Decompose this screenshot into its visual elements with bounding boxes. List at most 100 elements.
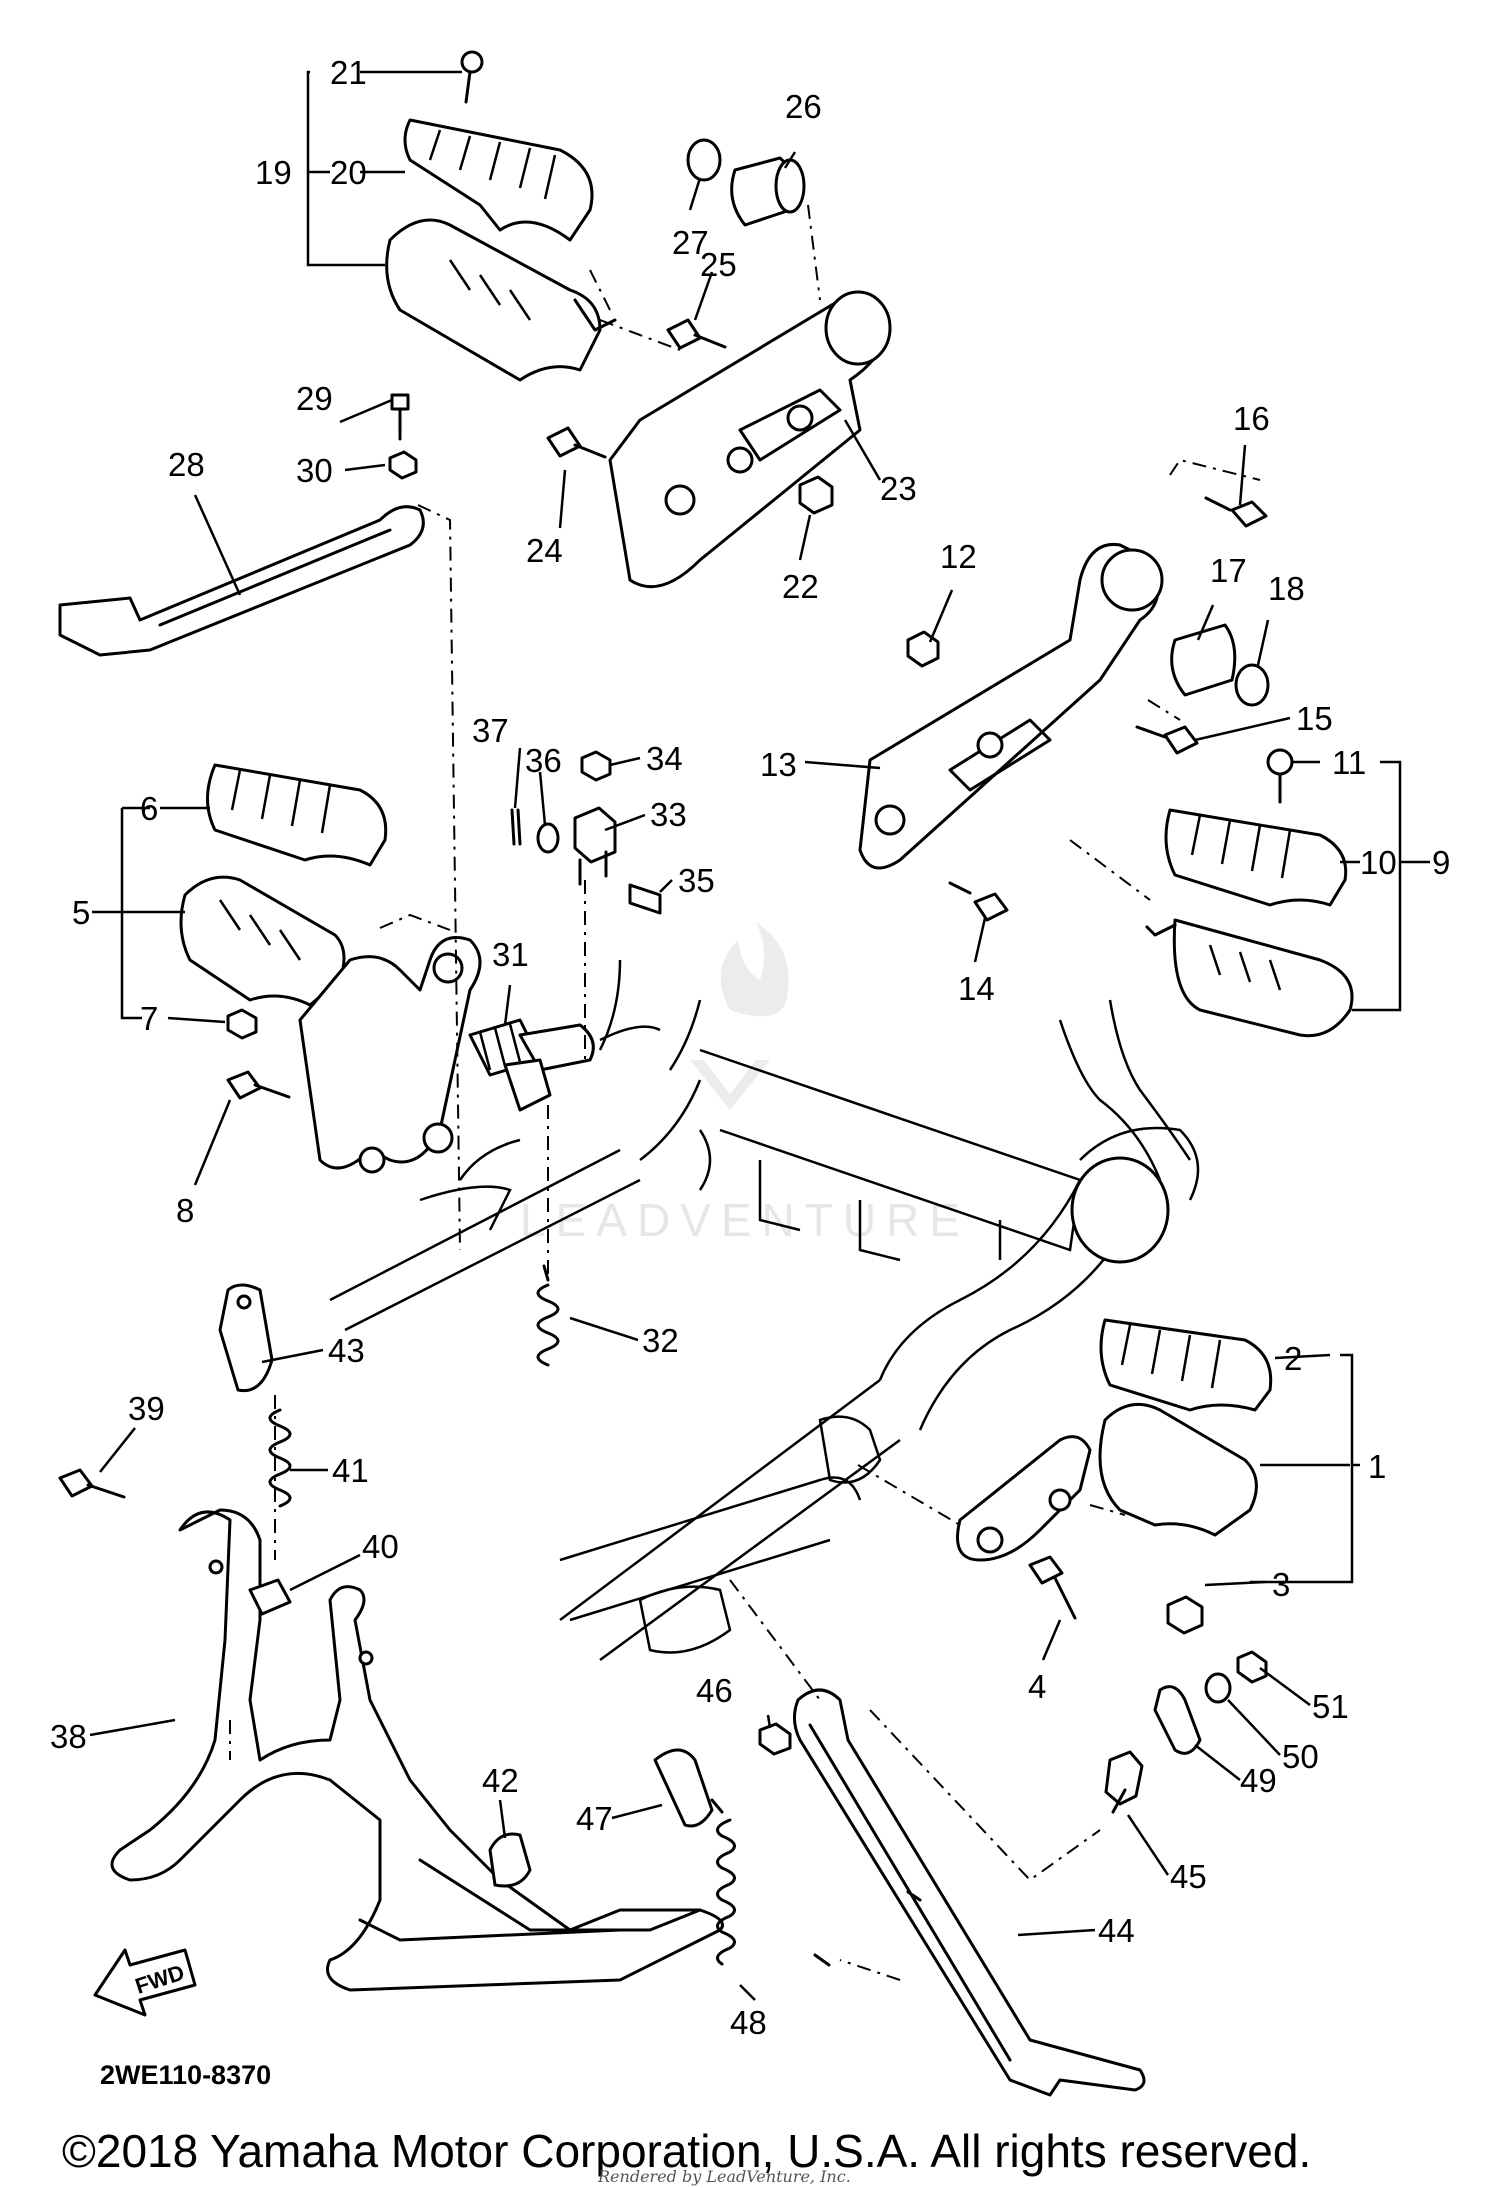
footrest-rubber-6: [206, 763, 388, 867]
callout-38: 38: [50, 1718, 87, 1755]
switch-45: [1104, 1750, 1144, 1814]
nut-34: [580, 750, 612, 782]
footrest-rubber-2: [1099, 1318, 1273, 1412]
callout-16: 16: [1233, 400, 1270, 437]
callout-1: 1: [1368, 1448, 1386, 1485]
callout-19: 19: [255, 154, 292, 191]
callout-12: 12: [940, 538, 977, 575]
footrest-bracket-5: [179, 875, 346, 1007]
callout-15: 15: [1296, 700, 1333, 737]
cotter-pin-37: [510, 808, 522, 846]
callout-labels: 1 2 3 4 5 6 7 8 9 10 11 12 13 14 15 16 1…: [50, 54, 1450, 2041]
motorcycle-frame: [329, 959, 1200, 1662]
callout-51: 51: [1312, 1688, 1349, 1725]
shift-pedal-28: [58, 505, 425, 657]
callout-41: 41: [332, 1452, 369, 1489]
bushing-17: [1170, 623, 1237, 697]
collar-27: [686, 138, 722, 182]
bolt-21: [460, 50, 484, 104]
callout-37: 37: [472, 712, 509, 749]
callout-5: 5: [72, 894, 90, 931]
side-stand-44: [793, 1688, 1146, 2097]
callout-30: 30: [296, 452, 333, 489]
callout-28: 28: [168, 446, 205, 483]
nut-46: [758, 1722, 792, 1756]
footrest-bracket-19: [385, 218, 617, 382]
footrest-bracket-1: [956, 1402, 1258, 1562]
callout-49: 49: [1240, 1762, 1277, 1799]
collar-18: [1234, 663, 1270, 707]
nut-12: [906, 630, 940, 668]
bracket-47: [653, 1748, 714, 1828]
callout-32: 32: [642, 1322, 679, 1359]
callout-43: 43: [328, 1332, 365, 1369]
callout-40: 40: [362, 1528, 399, 1565]
callout-4: 4: [1028, 1668, 1046, 1705]
callout-2: 2: [1284, 1340, 1302, 1377]
callout-34: 34: [646, 740, 683, 777]
callout-7: 7: [140, 1000, 158, 1037]
callout-50: 50: [1282, 1738, 1319, 1775]
callout-23: 23: [880, 470, 917, 507]
bolt-15: [1135, 725, 1199, 755]
bushing-26: [730, 156, 806, 227]
brake-bracket: [298, 936, 482, 1174]
bolt-11: [1266, 748, 1294, 804]
spring-48: [710, 1798, 831, 1967]
bracket-43: [218, 1283, 274, 1393]
callout-42: 42: [482, 1762, 519, 1799]
callout-36: 36: [525, 742, 562, 779]
callout-21: 21: [330, 54, 367, 91]
washer-50: [1204, 1672, 1232, 1704]
callout-13: 13: [760, 746, 797, 783]
nut-7: [226, 1008, 258, 1040]
footrest-rubber-10: [1164, 808, 1348, 907]
spring-41: [268, 1408, 292, 1508]
bolt-25: [666, 318, 727, 350]
callout-39: 39: [128, 1390, 165, 1427]
drawing-code: 2WE110-8370: [100, 2060, 271, 2090]
leader-lines: [89, 70, 1430, 2001]
callout-48: 48: [730, 2004, 767, 2041]
callout-44: 44: [1098, 1912, 1135, 1949]
callout-35: 35: [678, 862, 715, 899]
callout-3: 3: [1272, 1566, 1290, 1603]
bolt-24: [546, 426, 607, 459]
callout-27: 27: [672, 224, 709, 261]
bolt-29: [390, 393, 410, 441]
rendered-by-credit: Rendered by LeadVenture, Inc.: [597, 2167, 851, 2186]
nut-22: [798, 475, 834, 515]
callout-9: 9: [1432, 844, 1450, 881]
callout-45: 45: [1170, 1858, 1207, 1895]
stopper-42: [488, 1832, 532, 1888]
main-stand-38: [110, 1508, 724, 1992]
bolt-39: [58, 1468, 126, 1499]
bolt-14: [948, 881, 1009, 922]
callout-14: 14: [958, 970, 995, 1007]
brake-shaft-31: [468, 1018, 595, 1112]
callout-29: 29: [296, 380, 333, 417]
callout-33: 33: [650, 796, 687, 833]
washer-36: [536, 822, 560, 854]
copyright-notice: ©2018 Yamaha Motor Corporation, U.S.A. A…: [62, 2125, 1311, 2177]
callout-20: 20: [330, 154, 367, 191]
alignment-lines: [229, 204, 1261, 1981]
callout-26: 26: [785, 88, 822, 125]
plate-49: [1153, 1685, 1202, 1755]
bolt-16: [1204, 496, 1268, 528]
callout-18: 18: [1268, 570, 1305, 607]
callout-25: 25: [700, 246, 737, 283]
callout-6: 6: [140, 790, 158, 827]
nut-51: [1236, 1650, 1268, 1684]
watermark-text: LEADVENTURE: [520, 1194, 970, 1246]
bolt-4: [1028, 1555, 1077, 1620]
spring-32: [536, 1264, 560, 1367]
callout-17: 17: [1210, 552, 1247, 589]
callout-22: 22: [782, 568, 819, 605]
nut-30: [388, 450, 418, 480]
callout-11: 11: [1332, 744, 1366, 781]
footrest-bracket-9: [1145, 918, 1354, 1038]
callout-8: 8: [176, 1192, 194, 1229]
callout-10: 10: [1360, 844, 1397, 881]
